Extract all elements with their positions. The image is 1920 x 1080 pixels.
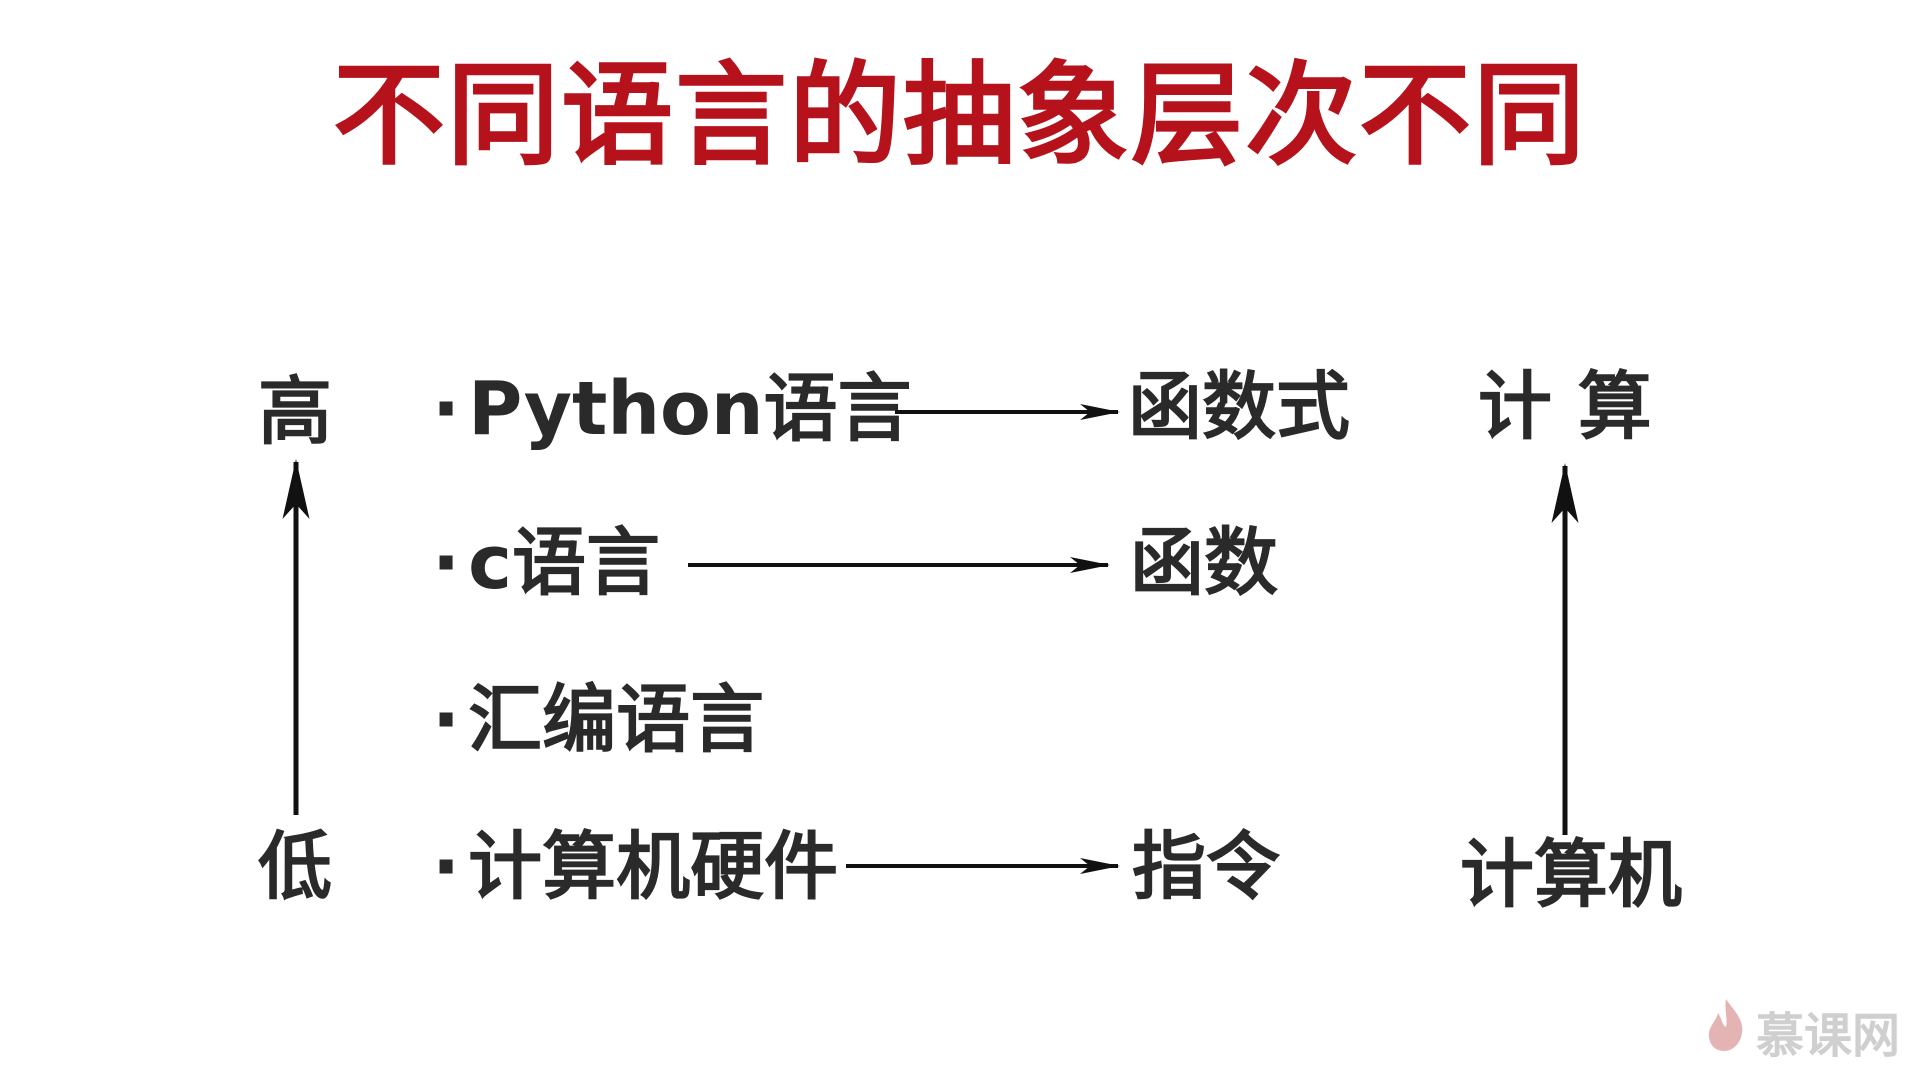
bullet: · bbox=[432, 520, 461, 606]
abstraction-label-hardware: 指令 bbox=[1132, 824, 1280, 910]
abstraction-label-c: 函数 bbox=[1130, 520, 1278, 606]
language-label: 汇编语言 bbox=[468, 677, 765, 763]
left-axis-low-label: 低 bbox=[258, 824, 332, 910]
row-hardware: ·计算机硬件 bbox=[432, 830, 838, 904]
abstraction-label-python: 函数式 bbox=[1128, 364, 1350, 450]
watermark-text: 慕课网 bbox=[1755, 1008, 1900, 1064]
watermark: 慕课网 bbox=[1704, 996, 1900, 1066]
bullet: · bbox=[432, 366, 461, 452]
right-axis-bottom-label: 计算机 bbox=[1460, 832, 1682, 918]
language-label: Python语言 bbox=[468, 366, 912, 452]
slide-title: 不同语言的抽象层次不同 bbox=[333, 51, 1587, 181]
language-label: c语言 bbox=[468, 520, 660, 606]
bullet: · bbox=[432, 677, 461, 763]
row-assembly: ·汇编语言 bbox=[432, 683, 764, 757]
language-label: 计算机硬件 bbox=[468, 824, 839, 910]
flame-logo-icon bbox=[1704, 997, 1748, 1065]
row-python: ·Python语言 bbox=[432, 372, 912, 446]
bullet: · bbox=[432, 824, 461, 910]
right-axis-top-label: 计 算 bbox=[1478, 364, 1652, 450]
left-axis-high-label: 高 bbox=[258, 369, 332, 455]
row-c: ·c语言 bbox=[432, 526, 660, 600]
